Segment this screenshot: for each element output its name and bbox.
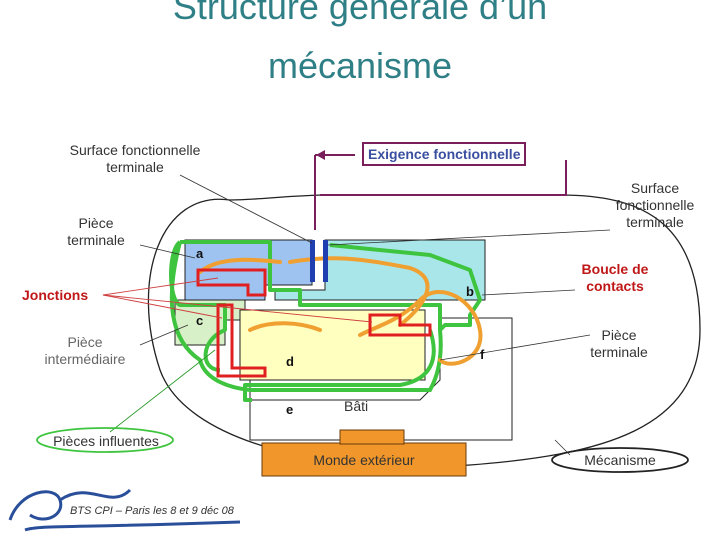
letter-a: a: [196, 246, 204, 261]
letter-b: b: [466, 284, 474, 299]
letter-c: c: [196, 313, 204, 328]
label-surface-fonctionnelle-left: Surface fonctionnelle terminale: [69, 142, 201, 175]
letter-e: e: [286, 402, 294, 417]
red-loop-c: [216, 303, 267, 378]
mecanisme-ellipse: [551, 447, 689, 473]
blue-surface-b: [323, 240, 328, 282]
label-bati: Bâti: [344, 398, 369, 414]
leader-jonctions-1: [102, 277, 219, 296]
leader-surface-left: [179, 174, 313, 244]
red-loop-b: [368, 313, 432, 337]
label-boucle-de-contacts: Boucle de contacts: [581, 261, 649, 294]
leader-piece-terminale-right: [439, 334, 591, 361]
monde-exterieur-box: [261, 442, 467, 477]
label-jonctions: Jonctions: [22, 287, 89, 303]
letter-d: d: [286, 354, 294, 369]
label-monde-exterieur: Monde extérieur: [313, 452, 415, 468]
logo-swoosh: [8, 488, 241, 532]
piece-d: [239, 309, 426, 381]
label-piece-terminale-left: Pièce terminale: [67, 215, 125, 248]
exigence-bracket: [314, 154, 567, 230]
blue-surface-a: [310, 240, 315, 282]
label-piece-terminale-right: Pièce terminale: [590, 327, 648, 360]
leader-piece-terminale-left: [139, 244, 196, 259]
letter-f: f: [480, 347, 485, 362]
leader-boucle: [481, 289, 576, 296]
label-surface-fonctionnelle-right: Surface fonctionnelle terminale: [615, 180, 695, 230]
monde-exterieur-tab: [339, 429, 405, 445]
leader-jonctions-3: [102, 294, 373, 323]
exigence-fonctionnelle-box: Exigence fonctionnelle: [362, 142, 527, 166]
pieces-influentes-ellipse: [36, 427, 174, 453]
footer-text: BTS CPI – Paris les 8 et 9 déc 08: [70, 505, 234, 517]
label-piece-intermediaire: Pièce intermédiaire: [44, 334, 126, 367]
title-line-1: Structure générale d’un: [172, 0, 548, 27]
title-line-2: mécanisme: [267, 45, 453, 86]
leader-piece-intermediaire: [139, 324, 189, 346]
label-pieces-influentes: Pièces influentes: [53, 433, 159, 449]
exigence-arrow: [316, 150, 325, 160]
green-loop-big: [169, 241, 443, 392]
orange-path: [198, 256, 483, 366]
leader-jonctions-2: [102, 294, 223, 319]
leader-surface-right: [327, 229, 611, 246]
leader-pieces-influentes: [109, 349, 216, 433]
red-loop-a: [196, 268, 267, 297]
label-mecanisme: Mécanisme: [584, 452, 656, 468]
